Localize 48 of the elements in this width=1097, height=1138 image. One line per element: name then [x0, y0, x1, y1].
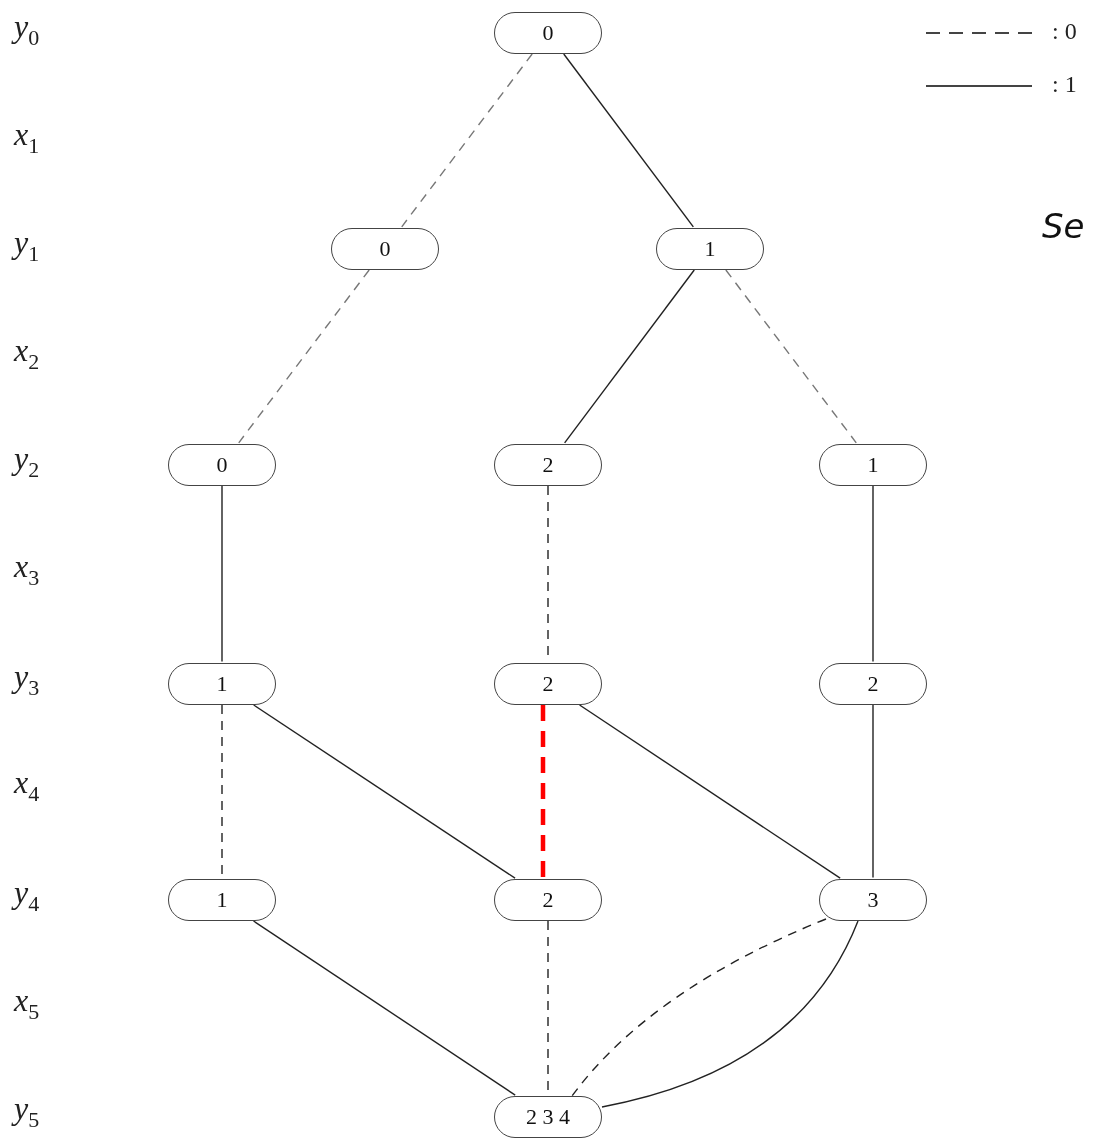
solid-edge [872, 485, 874, 663]
node-value: 3 [867, 887, 879, 913]
node-value: 0 [379, 236, 391, 262]
side-note: Se [1042, 206, 1085, 246]
rounded-node [494, 444, 602, 486]
level-label: x$_{5}$ [14, 982, 40, 1025]
solid-edge [872, 704, 874, 879]
level-label: x$_{4}$ [14, 764, 40, 807]
solid-edge [221, 485, 223, 663]
solid-edge [563, 269, 695, 444]
solid-edge [563, 53, 695, 228]
dashed-edge [401, 53, 533, 228]
solid-edge [601, 920, 859, 1108]
level-label: x$_{3}$ [14, 548, 40, 591]
rounded-node [168, 663, 276, 705]
rounded-node [494, 1096, 602, 1138]
level-label: x$_{2}$ [14, 332, 40, 375]
node-value: 1 [216, 887, 228, 913]
node-value: 2 [542, 452, 554, 478]
rounded-node [819, 879, 927, 921]
rounded-node [656, 228, 764, 270]
node-value: 2 [542, 671, 554, 697]
node-value: 0 [216, 452, 228, 478]
dashed-edge [725, 269, 857, 444]
node-value: 2 [867, 671, 879, 697]
rounded-node [494, 12, 602, 54]
node-value: 1 [704, 236, 716, 262]
solid-edge [578, 704, 841, 879]
rounded-node [819, 663, 927, 705]
solid-edge [252, 920, 516, 1096]
level-label: x$_{1}$ [14, 116, 40, 159]
rounded-node [168, 444, 276, 486]
rounded-node [494, 879, 602, 921]
solid-edge [253, 704, 516, 879]
rounded-node [168, 879, 276, 921]
node-value: 2 3 4 [526, 1104, 570, 1130]
rounded-node [819, 444, 927, 486]
dashed-edge [571, 918, 827, 1097]
rounded-node [494, 663, 602, 705]
node-value: 2 [542, 887, 554, 913]
dashed-edge [540, 705, 546, 878]
node-value: 1 [216, 671, 228, 697]
node-value: 0 [542, 20, 554, 46]
node-value: 1 [867, 452, 879, 478]
legend-text: : 0 [1052, 18, 1077, 45]
legend-text: : 1 [1052, 71, 1077, 98]
rounded-node [331, 228, 439, 270]
dashed-edge [238, 269, 370, 444]
